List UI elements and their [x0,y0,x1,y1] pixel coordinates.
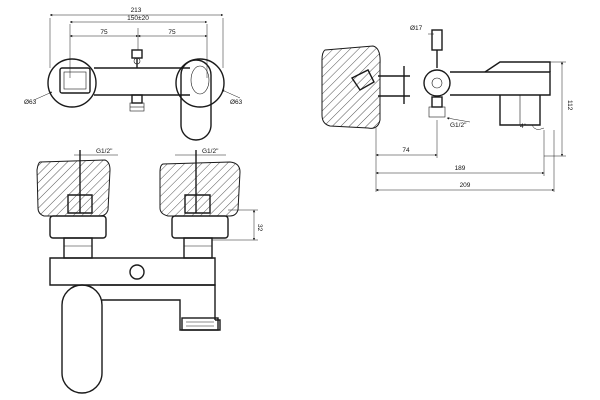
left-thread-label: G1/2" [96,148,113,155]
right-inlet-cavity [184,194,211,214]
dim-half-distances: 75 75 [69,28,208,50]
mounting-view: G1/2" G1/2" 32 [36,148,263,394]
left-half-label: 75 [100,29,108,36]
dim-depths: 74 189 209 [375,120,555,192]
right-diameter-label: Ø63 [230,99,243,106]
dim-top-diameter: Ø17 [410,25,434,35]
mixer-body [49,257,221,394]
overall-width-label: 213 [131,7,142,14]
front-view: 213 150±20 75 75 [24,7,243,141]
dim-thread-side: G1/2" [446,117,471,129]
center-distance-label: 150±20 [127,15,149,22]
fitting-height-label: 32 [256,224,263,232]
right-connector [171,215,229,259]
right-half-label: 75 [168,29,176,36]
depth-209-label: 209 [460,182,471,189]
angle-label: 4° [520,122,527,130]
side-thread-label: G1/2" [450,122,467,129]
left-diameter-label: Ø63 [24,99,37,106]
wall-section [321,45,381,129]
left-wall-block [36,159,111,217]
inlet-pipe [378,75,410,97]
diverter-knob [131,49,143,68]
right-thread-label: G1/2" [202,148,219,155]
dim-left-thread: G1/2" [74,148,118,156]
top-diameter-label: Ø17 [410,25,423,32]
wall-cavity [350,69,375,91]
dim-height: 112 [544,61,573,157]
dim-left-diameter: Ø63 [24,91,53,106]
dim-right-thread: G1/2" [175,148,226,156]
left-escutcheon [47,58,97,108]
dim-overall-width: 213 [49,7,224,68]
side-view: Ø17 G1/2" 4° 112 74 189 209 [321,25,573,192]
dim-center-distance: 150±20 [69,15,208,78]
bottom-outlet [129,94,145,112]
left-inlet-cavity [67,194,93,214]
right-escutcheon [175,58,225,141]
height-label: 112 [566,100,573,111]
depth-189-label: 189 [455,165,466,172]
dim-fitting-height: 32 [212,209,263,241]
spout-body [450,61,551,126]
dim-right-diameter: Ø63 [221,89,243,106]
depth-74-label: 74 [402,147,410,154]
dim-angle: 4° [520,122,545,130]
right-wall-block [159,161,241,217]
left-connector [49,215,107,259]
diverter-stem [423,29,451,118]
